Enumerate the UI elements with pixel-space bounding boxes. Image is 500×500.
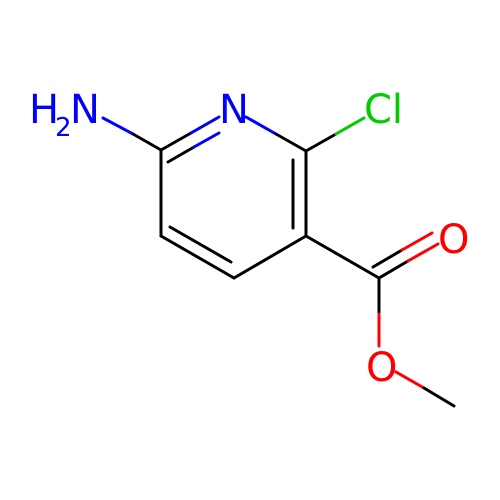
atom-carbonyl-oxygen: O: [438, 217, 469, 263]
bonds: [101, 115, 456, 408]
bond-amine-n-c6-b: [131, 132, 163, 152]
bond-c2-cl-b: [334, 116, 366, 136]
atom-ring-nitrogen: N: [219, 87, 249, 133]
bond-c4-c5-inner: [168, 225, 233, 264]
bond-ester-o-methyl: [394, 370, 426, 390]
bond-c3-c4: [232, 234, 308, 280]
bond-carbonyl-o-2b: [400, 231, 434, 252]
amine-n: N: [70, 87, 100, 133]
bond-c3-carbonyl: [304, 234, 381, 280]
atom-amine: H 2 N: [29, 87, 100, 143]
bond-c2-cl: [304, 132, 338, 153]
bond-c6-n1-inner: [166, 145, 196, 164]
amine-subscript: 2: [55, 113, 72, 143]
bond-carbonyl-o: [377, 259, 410, 280]
bond-c6-n1-b: [189, 115, 221, 135]
bond-carbonyl-o-2: [371, 248, 404, 269]
bond-n1-c2-b: [274, 132, 308, 153]
bond-ester-o-methyl-b: [422, 386, 456, 408]
amine-h: H: [29, 87, 59, 133]
bond-c6-n1-inner-b: [192, 131, 221, 149]
bond-c4-c5: [159, 234, 236, 280]
bond-c6-n1: [159, 131, 193, 152]
atom-chlorine: Cl: [364, 87, 403, 133]
bond-amine-n-c6: [101, 116, 135, 136]
bond-n1-c2: [244, 115, 278, 136]
bond-carbonyl-o-b: [406, 242, 440, 263]
atom-ester-oxygen: O: [366, 345, 397, 391]
